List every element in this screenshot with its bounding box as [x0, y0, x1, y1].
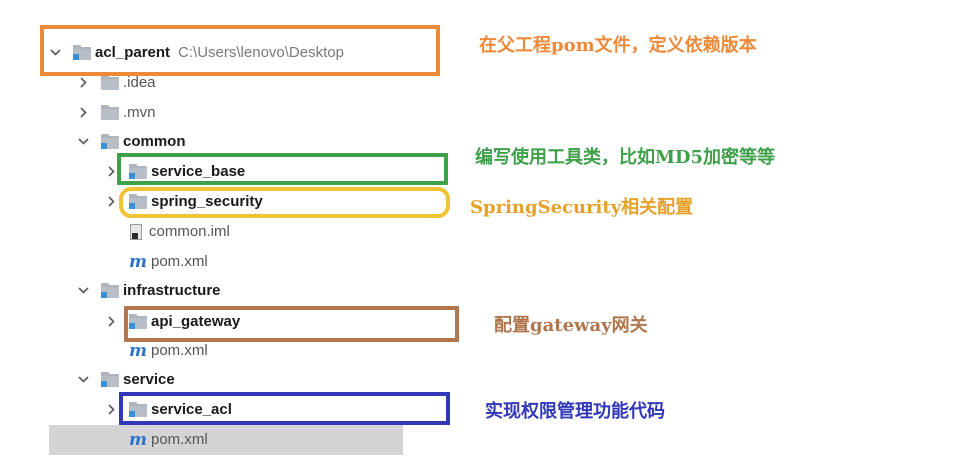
- chevron-down-icon[interactable]: [77, 285, 89, 297]
- folder-icon: [101, 75, 119, 90]
- iml-file-icon: [129, 223, 143, 240]
- tree-node-label: spring_security: [151, 193, 263, 210]
- highlight-box-acl-parent: [40, 25, 440, 76]
- annotation-service-base: 编写使用工具类，比如MD5加密等等: [475, 147, 776, 168]
- tree-node-label: common: [123, 133, 186, 150]
- highlight-box-service-base: [117, 153, 448, 185]
- module-folder-icon: [101, 372, 119, 387]
- chevron-right-icon[interactable]: [105, 316, 117, 328]
- tree-node-label: service_base: [151, 163, 246, 180]
- tree-node-label: service_acl: [151, 401, 232, 418]
- chevron-right-icon[interactable]: [77, 77, 89, 89]
- tree-node-service-pom[interactable]: m pom.xml: [105, 425, 208, 454]
- chevron-right-icon[interactable]: [105, 404, 117, 416]
- chevron-right-icon[interactable]: [105, 196, 117, 208]
- maven-icon: m: [129, 340, 147, 361]
- tree-node-spring-security[interactable]: spring_security: [105, 187, 263, 216]
- annotation-api-gateway: 配置gateway网关: [494, 315, 648, 336]
- highlight-box-api-gateway: [124, 306, 459, 342]
- maven-icon: m: [129, 429, 147, 450]
- chevron-down-icon[interactable]: [49, 47, 61, 59]
- module-folder-icon: [129, 164, 147, 179]
- chevron-down-icon[interactable]: [77, 136, 89, 148]
- tree-node-infrastructure[interactable]: infrastructure: [77, 276, 221, 305]
- highlight-box-service-acl: [119, 392, 450, 425]
- tree-node-common-pom[interactable]: m pom.xml: [105, 247, 208, 276]
- tree-node-service-acl[interactable]: service_acl: [105, 395, 232, 424]
- annotation-parent-pom: 在父工程pom文件，定义依赖版本: [479, 35, 757, 56]
- tree-node-infrastructure-pom[interactable]: m pom.xml: [105, 336, 208, 365]
- tree-node-label: pom.xml: [151, 431, 208, 448]
- selected-row-highlight: [49, 425, 403, 455]
- module-folder-icon: [101, 134, 119, 149]
- module-folder-icon: [73, 45, 91, 60]
- tree-node-service[interactable]: service: [77, 365, 175, 394]
- module-folder-icon: [101, 283, 119, 298]
- annotation-service-acl: 实现权限管理功能代码: [485, 401, 665, 422]
- tree-node-common[interactable]: common: [77, 127, 186, 156]
- chevron-right-icon[interactable]: [105, 166, 117, 178]
- module-folder-icon: [129, 402, 147, 417]
- tree-node-common-iml[interactable]: common.iml: [105, 217, 230, 246]
- module-folder-icon: [129, 314, 147, 329]
- chevron-right-icon[interactable]: [77, 107, 89, 119]
- tree-node-label: api_gateway: [151, 313, 241, 330]
- module-folder-icon: [129, 194, 147, 209]
- tree-node-label: pom.xml: [151, 342, 208, 359]
- chevron-down-icon[interactable]: [77, 374, 89, 386]
- tree-node-label: service: [123, 371, 175, 388]
- tree-node-mvn[interactable]: .mvn: [77, 98, 156, 127]
- tree-node-label: acl_parent: [95, 44, 171, 61]
- tree-node-idea[interactable]: .idea: [77, 68, 156, 97]
- annotation-spring-security: SpringSecurity相关配置: [470, 197, 694, 218]
- highlight-box-spring-security: [119, 187, 450, 218]
- project-path: C:\Users\lenovo\Desktop: [178, 44, 344, 61]
- tree-node-label: .mvn: [123, 104, 156, 121]
- tree-node-label: .idea: [123, 74, 156, 91]
- tree-node-label: infrastructure: [123, 282, 221, 299]
- tree-node-label: pom.xml: [151, 253, 208, 270]
- maven-icon: m: [129, 251, 147, 272]
- folder-icon: [101, 105, 119, 120]
- tree-node-service-base[interactable]: service_base: [105, 157, 245, 186]
- tree-node-acl-parent[interactable]: acl_parent C:\Users\lenovo\Desktop: [49, 38, 344, 67]
- tree-node-label: common.iml: [149, 223, 230, 240]
- tree-node-api-gateway[interactable]: api_gateway: [105, 307, 240, 336]
